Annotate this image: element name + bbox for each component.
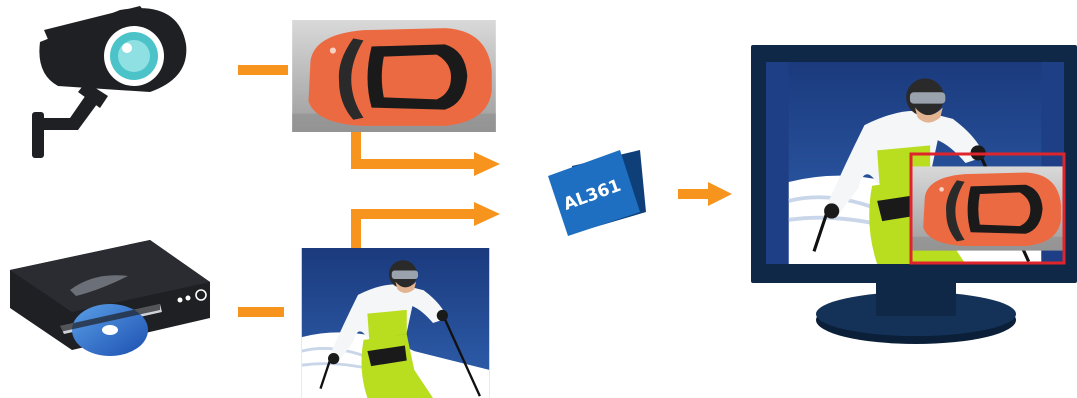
car-to-chip-arrow [351, 132, 500, 176]
player-connector [238, 307, 284, 317]
chip-to-monitor-arrow [678, 182, 732, 206]
skier-to-chip-arrow [351, 202, 500, 248]
monitor-pip-window [911, 154, 1064, 263]
camera-connector [238, 65, 288, 75]
security-camera-icon [32, 6, 186, 158]
blu-ray-player-icon [10, 240, 210, 356]
skier-feed-thumbnail [302, 248, 490, 398]
al361-chip: AL361 [548, 150, 646, 236]
car-feed-thumbnail [292, 20, 496, 132]
